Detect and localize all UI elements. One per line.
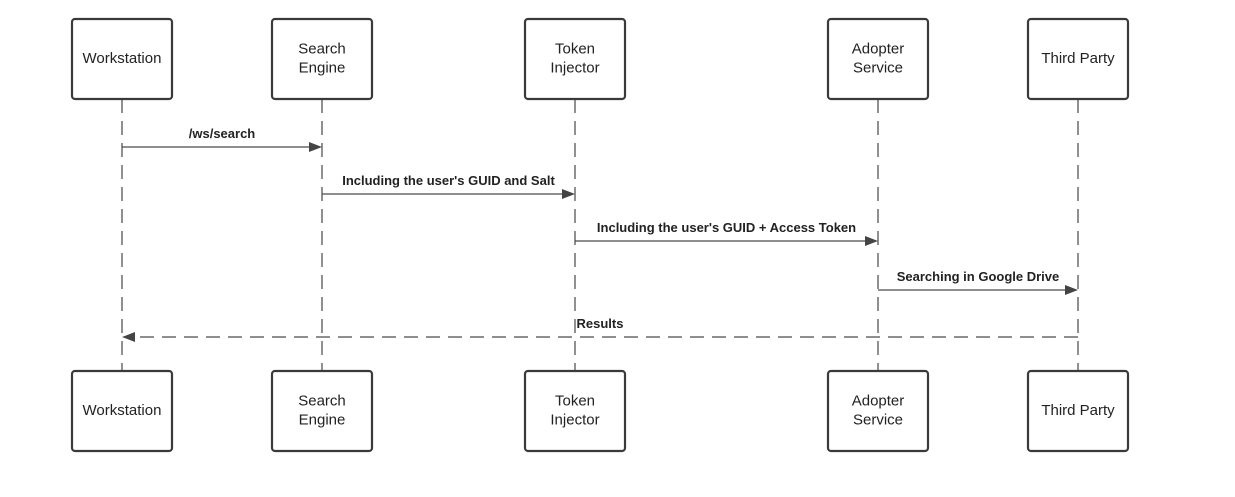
participant-label: Third Party — [1041, 402, 1115, 419]
participant-label: Service — [853, 411, 903, 428]
message-guid-token: Including the user's GUID + Access Token — [575, 220, 878, 246]
participant-label: Search — [298, 392, 346, 409]
participant-label: Adopter — [852, 392, 905, 409]
participant-workstation-bottom: Workstation — [70, 369, 174, 453]
participant-label: Engine — [299, 411, 346, 428]
arrowhead-icon — [309, 142, 322, 152]
participant-label: Engine — [299, 59, 346, 76]
message-label: Searching in Google Drive — [897, 269, 1060, 284]
arrowhead-icon — [562, 189, 575, 199]
lifelines — [121, 99, 1079, 371]
participant-third-party-bottom: Third Party — [1026, 369, 1130, 453]
message-label: Results — [577, 316, 624, 331]
participant-label: Adopter — [852, 40, 905, 57]
message-guid-salt: Including the user's GUID and Salt — [322, 173, 575, 199]
message-google-drive: Searching in Google Drive — [878, 269, 1078, 295]
participant-label: Service — [853, 59, 903, 76]
arrowhead-icon — [865, 236, 878, 246]
arrowhead-icon — [1065, 285, 1078, 295]
participant-label: Injector — [550, 411, 599, 428]
message-results: Results — [122, 316, 1078, 342]
message-ws-search: /ws/search — [122, 126, 322, 152]
arrowhead-icon — [122, 332, 135, 342]
participant-label: Token — [555, 40, 595, 57]
participant-label: Injector — [550, 59, 599, 76]
participant-boxes: WorkstationWorkstationSearchEngineSearch… — [70, 17, 1130, 453]
participant-workstation-top: Workstation — [70, 17, 174, 101]
participant-label: Workstation — [83, 402, 162, 419]
participant-label: Workstation — [83, 50, 162, 67]
participant-label: Third Party — [1041, 50, 1115, 67]
participant-label: Search — [298, 40, 346, 57]
participant-third-party-top: Third Party — [1026, 17, 1130, 101]
message-label: Including the user's GUID and Salt — [342, 173, 555, 188]
message-label: /ws/search — [189, 126, 256, 141]
participant-label: Token — [555, 392, 595, 409]
message-label: Including the user's GUID + Access Token — [597, 220, 856, 235]
